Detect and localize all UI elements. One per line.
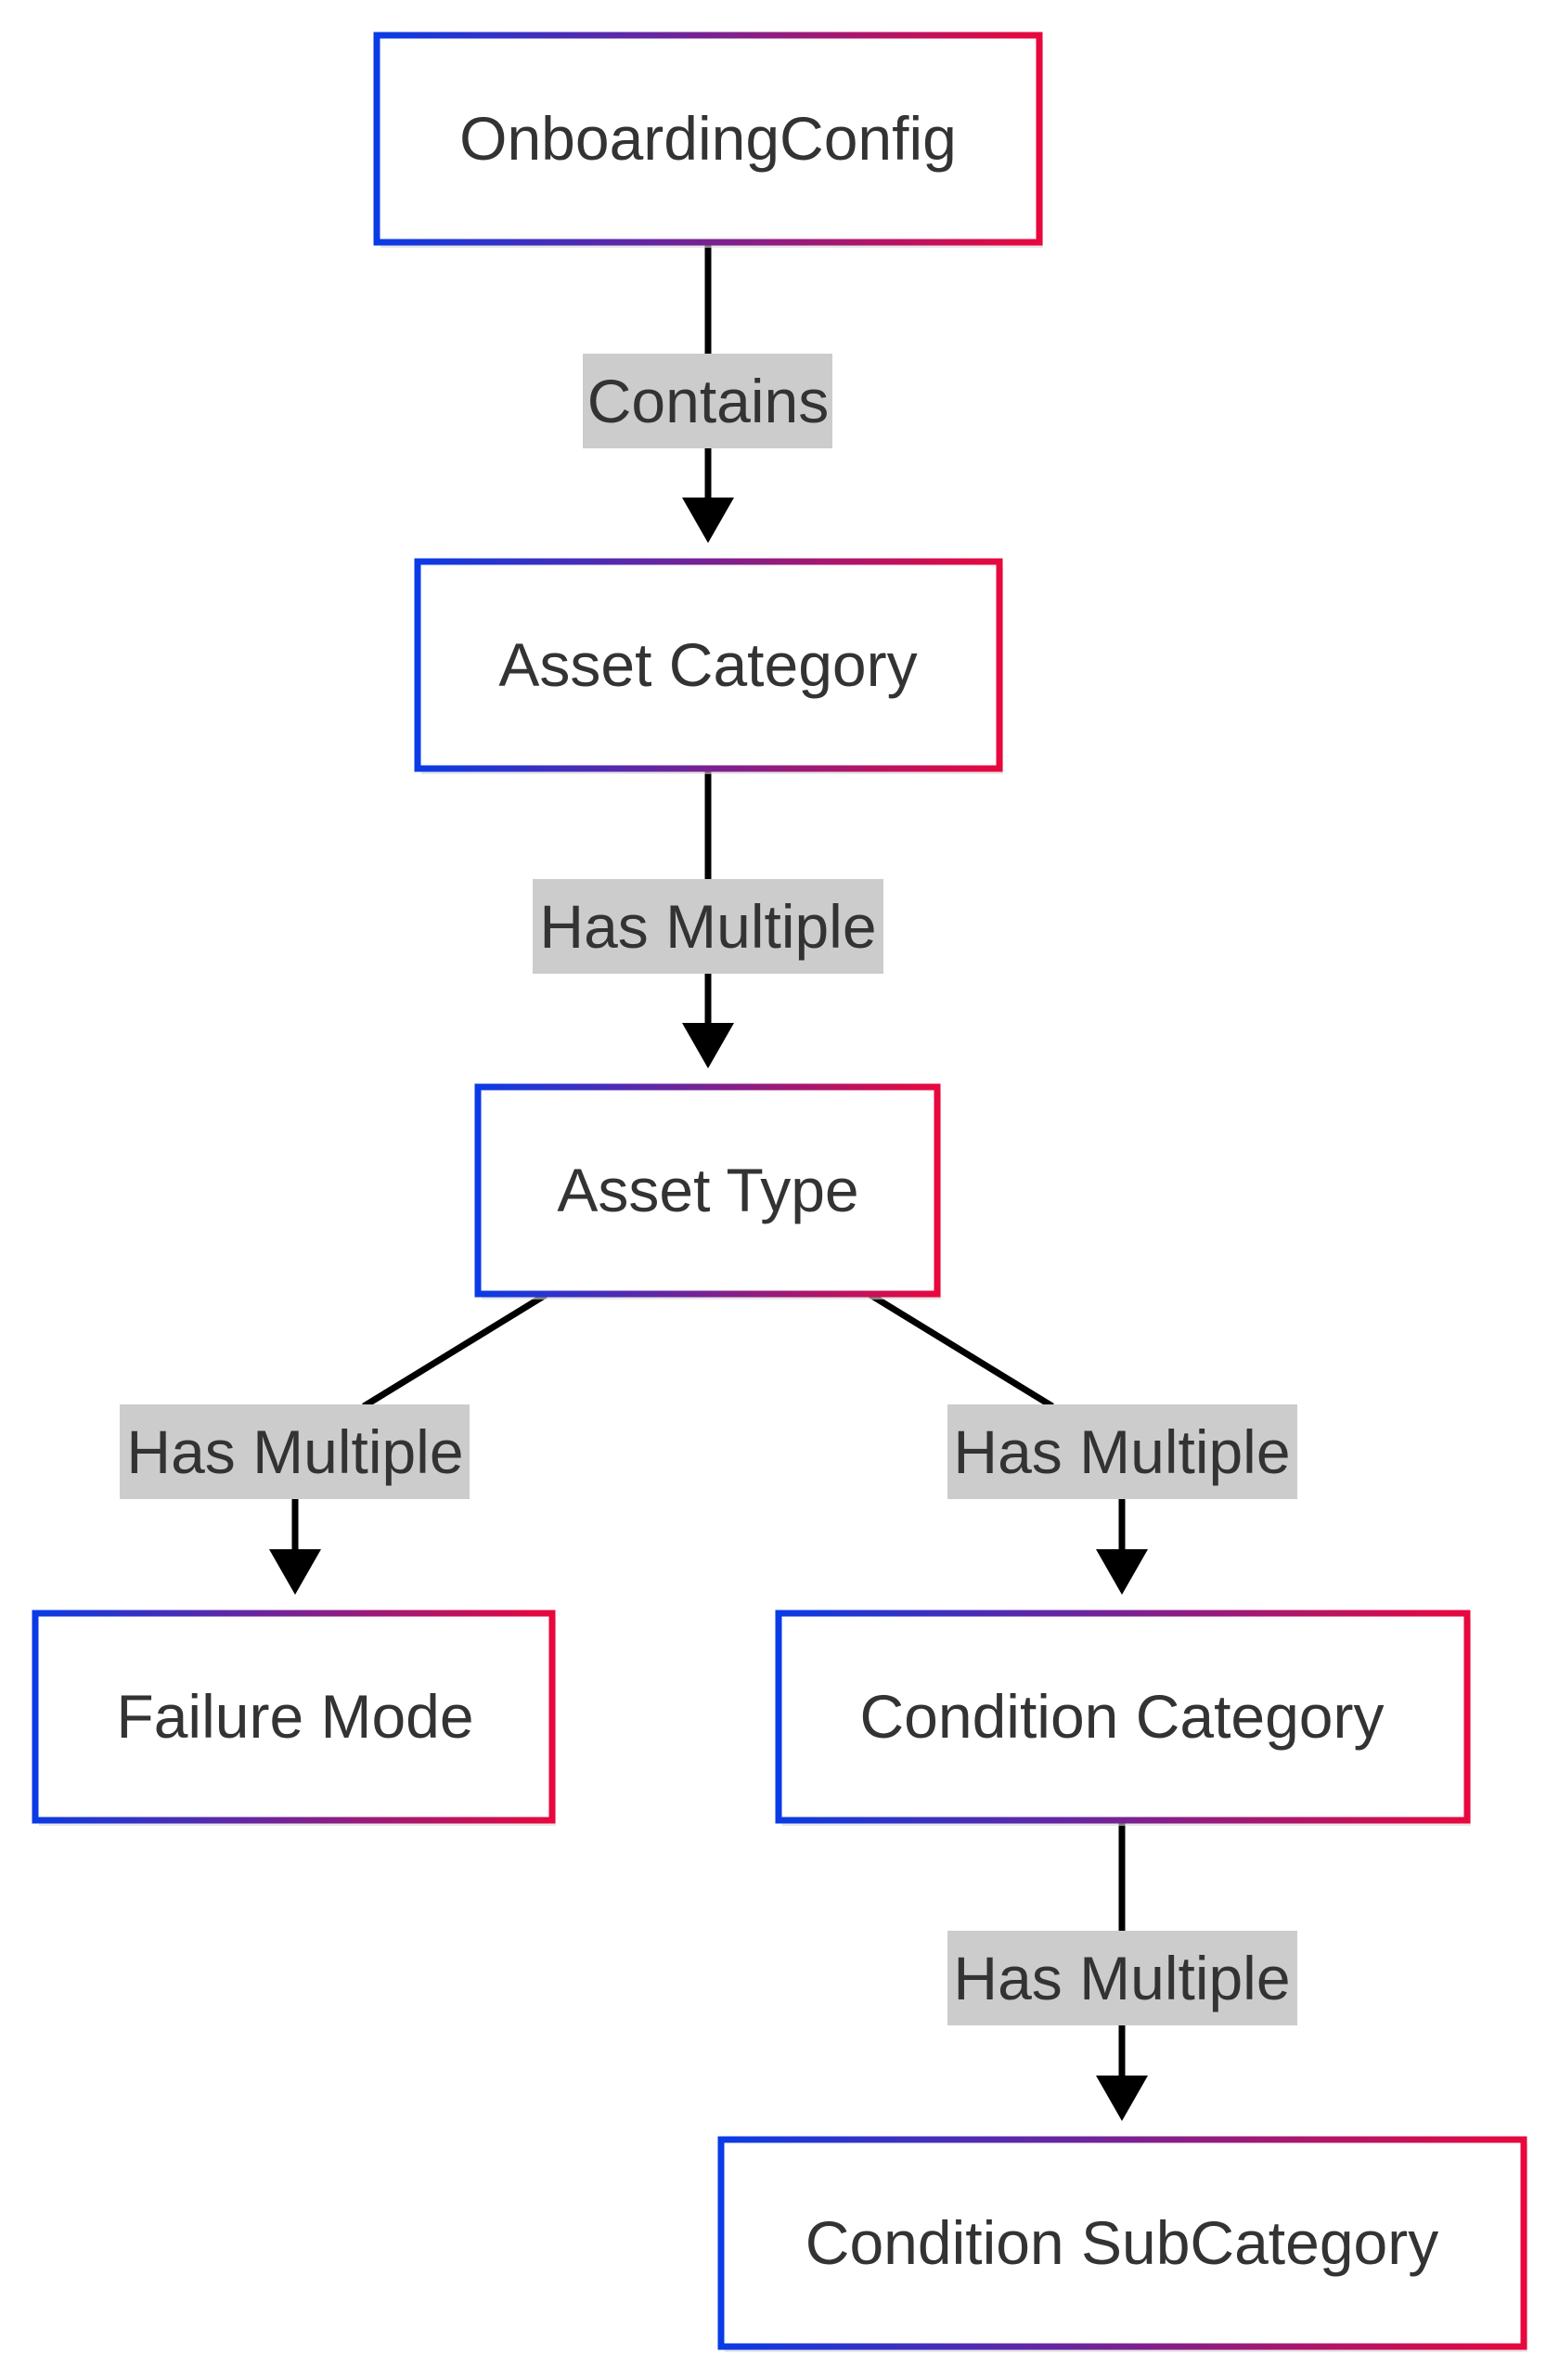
edge-label-text: Has Multiple <box>126 1417 463 1486</box>
node-label: Condition Category <box>860 1682 1385 1751</box>
node-label: Failure Mode <box>116 1682 473 1751</box>
edge-label-text: Contains <box>587 367 830 435</box>
node-label: Asset Category <box>498 630 917 699</box>
node-failure-mode[interactable]: Failure Mode <box>32 1610 556 1826</box>
node-onboarding-config[interactable]: OnboardingConfig <box>373 32 1043 248</box>
node-condition-subcategory[interactable]: Condition SubCategory <box>717 2136 1527 2352</box>
node-label: Condition SubCategory <box>805 2208 1438 2277</box>
arrowhead-icon <box>1096 1549 1148 1595</box>
edge-label-contains: Contains <box>583 354 832 448</box>
edge-type-to-condition <box>869 1292 1148 1595</box>
edge-label-category-to-type: Has Multiple <box>533 879 883 974</box>
node-label: OnboardingConfig <box>459 104 957 173</box>
arrowhead-icon <box>682 498 734 543</box>
edge-type-to-failure <box>269 1292 548 1595</box>
node-label: Asset Type <box>557 1156 858 1224</box>
node-asset-type[interactable]: Asset Type <box>474 1083 941 1300</box>
edge-label-text: Has Multiple <box>539 892 876 961</box>
node-asset-category[interactable]: Asset Category <box>414 558 1003 774</box>
edge-label-type-to-condition: Has Multiple <box>947 1404 1297 1499</box>
node-condition-category[interactable]: Condition Category <box>775 1610 1471 1826</box>
arrowhead-icon <box>682 1023 734 1068</box>
edge-label-condition-to-sub: Has Multiple <box>947 1931 1297 2025</box>
edge-label-text: Has Multiple <box>953 1944 1290 2012</box>
edge-label-text: Has Multiple <box>953 1417 1290 1486</box>
arrowhead-icon <box>1096 2076 1148 2121</box>
arrowhead-icon <box>269 1549 321 1595</box>
edge-label-type-to-failure: Has Multiple <box>120 1404 470 1499</box>
